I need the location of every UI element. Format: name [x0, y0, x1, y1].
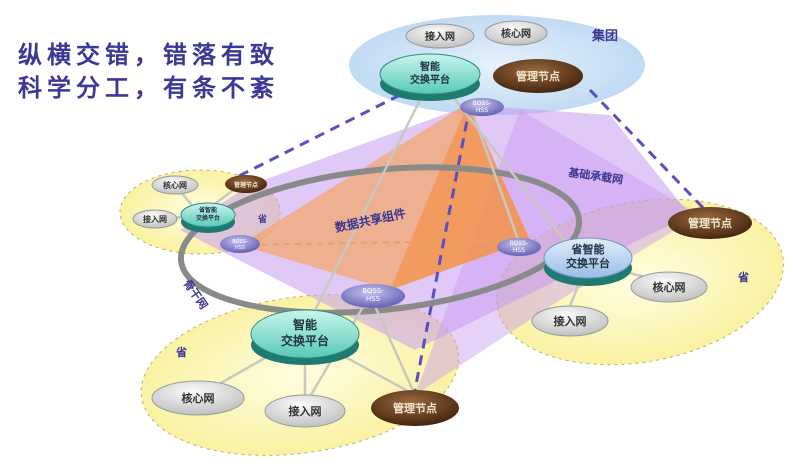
- right-region-label: 省: [737, 270, 749, 284]
- svg-text:核心网: 核心网: [182, 391, 215, 405]
- svg-text:交换平台: 交换平台: [410, 73, 450, 86]
- left-region-label: 省: [257, 213, 267, 225]
- svg-text:BOSS-: BOSS-: [362, 287, 384, 295]
- right-access-node[interactable]: 接入网: [531, 305, 609, 337]
- backbone-ring: [177, 164, 583, 316]
- bottom-platform-node[interactable]: 智能 交换平台: [250, 309, 360, 365]
- svg-text:接入网: 接入网: [554, 314, 587, 328]
- left-boss-node[interactable]: BOSS- HSS: [220, 235, 260, 253]
- svg-text:管理节点: 管理节点: [688, 216, 732, 230]
- svg-text:智能: 智能: [420, 60, 440, 73]
- left-access-node[interactable]: 接入网: [132, 209, 178, 229]
- group-region-label: 集团: [591, 28, 618, 44]
- group-boss-node[interactable]: BOSS- HSS: [460, 98, 504, 116]
- svg-text:HSS: HSS: [513, 247, 525, 254]
- right-core-node[interactable]: 核心网: [630, 271, 708, 303]
- svg-text:核心网: 核心网: [163, 180, 187, 190]
- group-core-node[interactable]: 核心网: [484, 20, 548, 46]
- right-mgmt-node[interactable]: 管理节点: [668, 207, 752, 239]
- bottom-region-label: 省: [175, 345, 187, 359]
- slogan-line-2: 科学分工，有条不紊: [18, 73, 279, 102]
- right-boss-node[interactable]: BOSS- HSS: [497, 238, 541, 256]
- svg-text:HSS: HSS: [366, 295, 381, 303]
- right-platform-node[interactable]: 省智能 交换平台: [543, 237, 633, 286]
- svg-text:交换平台: 交换平台: [196, 214, 220, 222]
- left-mgmt-node[interactable]: 管理节点: [225, 175, 267, 193]
- left-platform-node[interactable]: 省智能 交换平台: [180, 202, 236, 233]
- svg-text:HSS: HSS: [235, 245, 245, 251]
- svg-text:管理节点: 管理节点: [234, 181, 258, 189]
- data-sharing-inner: [390, 103, 530, 290]
- bottom-boss-node[interactable]: BOSS- HSS: [341, 284, 405, 308]
- svg-text:接入网: 接入网: [143, 214, 167, 224]
- svg-text:核心网: 核心网: [653, 280, 686, 294]
- left-core-node[interactable]: 核心网: [151, 175, 199, 195]
- svg-text:智能: 智能: [292, 317, 317, 332]
- svg-text:HSS: HSS: [476, 107, 488, 114]
- svg-text:管理节点: 管理节点: [393, 401, 437, 415]
- svg-text:接入网: 接入网: [425, 30, 455, 43]
- backbone-label: 骨干网: [181, 277, 211, 311]
- bottom-mgmt-node[interactable]: 管理节点: [371, 390, 459, 426]
- group-platform-node[interactable]: 智能 交换平台: [379, 53, 481, 101]
- bottom-access-node[interactable]: 接入网: [264, 394, 346, 428]
- svg-text:省智能: 省智能: [198, 206, 217, 214]
- svg-text:交换平台: 交换平台: [566, 256, 610, 270]
- svg-text:BOSS-: BOSS-: [473, 100, 492, 107]
- svg-text:核心网: 核心网: [501, 27, 531, 40]
- svg-text:BOSS-: BOSS-: [232, 239, 248, 245]
- svg-text:管理节点: 管理节点: [516, 69, 560, 83]
- slogan-line-1: 纵横交错，错落有致: [18, 40, 279, 69]
- svg-text:BOSS-: BOSS-: [510, 240, 529, 247]
- svg-text:交换平台: 交换平台: [281, 333, 329, 348]
- group-access-node[interactable]: 接入网: [405, 23, 475, 49]
- bottom-core-node[interactable]: 核心网: [151, 380, 245, 416]
- svg-text:接入网: 接入网: [289, 404, 322, 418]
- svg-text:省智能: 省智能: [571, 242, 605, 256]
- group-mgmt-node[interactable]: 管理节点: [493, 59, 583, 93]
